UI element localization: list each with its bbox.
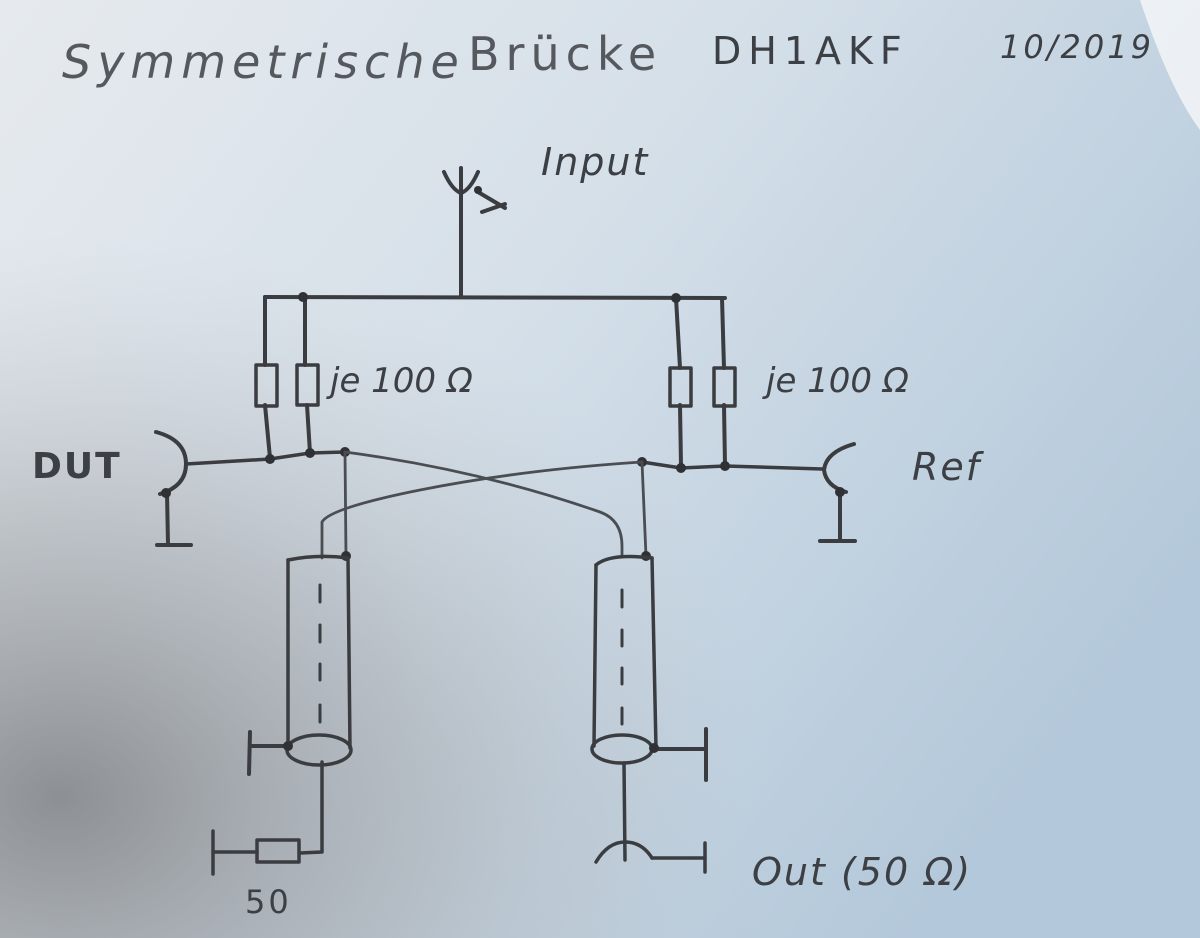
- ref-label: Ref: [912, 445, 985, 489]
- coax-connector-icon: [818, 442, 857, 543]
- coax-connector-icon: [154, 430, 193, 547]
- antenna-icon: [442, 166, 507, 298]
- date: 10/2019: [1000, 28, 1154, 66]
- title-word-2: Brücke: [468, 27, 662, 81]
- callsign: DH1AKF: [712, 29, 909, 73]
- coax-connector-icon: [594, 840, 707, 874]
- output-label: Out (50 Ω): [752, 850, 972, 894]
- input-label: Input: [541, 140, 649, 184]
- title: Symmetrische: [62, 35, 465, 89]
- resistor-label-left: je 100 Ω: [326, 361, 473, 401]
- resistor-label-right: je 100 Ω: [762, 361, 909, 401]
- coax-cable-icon: [590, 554, 658, 765]
- ground-icon: [247, 730, 290, 776]
- sheet-header: Symmetrische Brücke DH1AKF 10/2019: [62, 27, 1154, 89]
- resistor-icon: [211, 829, 301, 876]
- resistor-icon: [254, 363, 320, 408]
- dut-label: DUT: [32, 446, 122, 487]
- resistor-icon: [668, 366, 737, 408]
- ground-icon: [652, 727, 708, 782]
- coax-cable-icon: [285, 554, 353, 767]
- termination-label: 50: [245, 883, 292, 921]
